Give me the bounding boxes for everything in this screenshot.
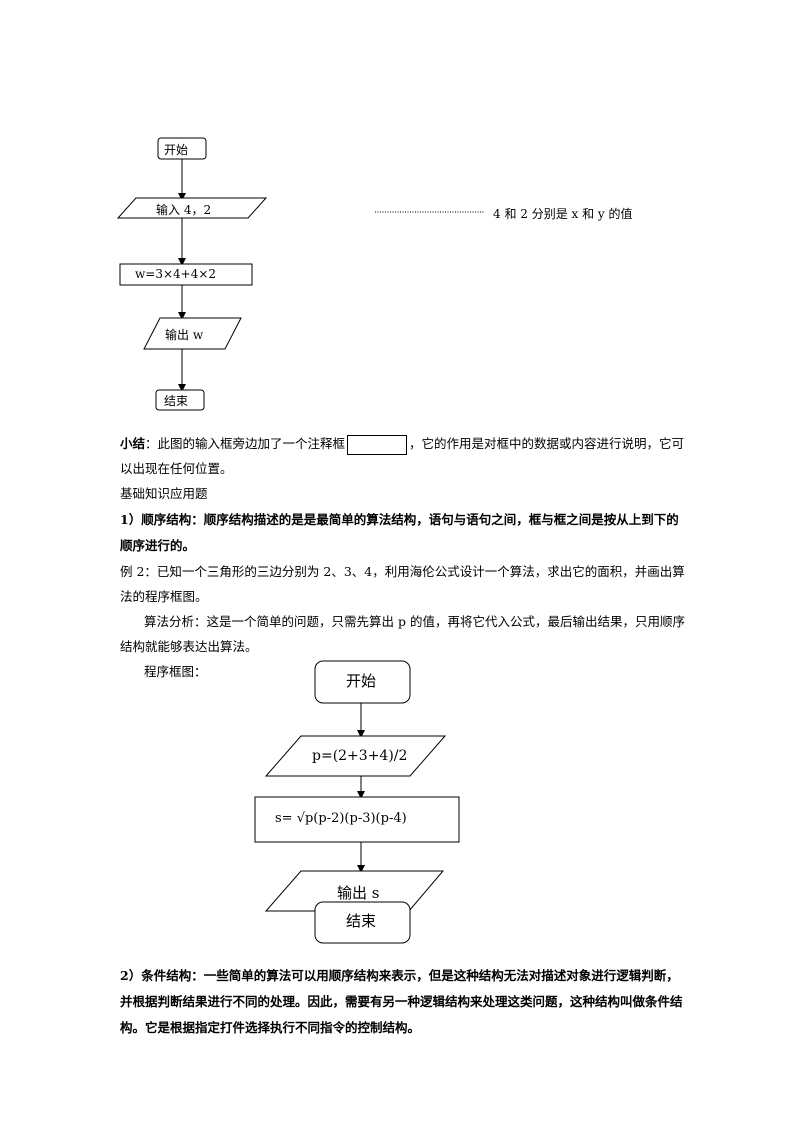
flow1-start-text: 开始 — [164, 143, 189, 157]
flow2-output-text: 输出 s — [337, 884, 380, 902]
summary-text-1: ：此图的输入框旁边加了一个注释框 — [145, 436, 346, 451]
flow2-input-box — [264, 735, 447, 777]
flow1-end-text: 结束 — [164, 394, 189, 408]
sequential-structure-paragraph: 1）顺序结构：顺序结构描述的是是最简单的算法结构，语句与语句之间，框与框之间是按… — [120, 512, 679, 553]
flow2-end-box — [314, 901, 411, 944]
flow1-output-text: 输出 w — [165, 328, 204, 342]
diagram-label: 程序框图： — [144, 664, 207, 679]
summary-text-2: ，它的作用是对框中的数据或内容进行说明，它可以出现在任何位置。 — [120, 436, 685, 476]
conditional-structure-paragraph: 2）条件结构：一些简单的算法可以用顺序结构来表示，但是这种结构无法对描述对象进行… — [120, 968, 683, 1035]
flow1-end-box — [155, 389, 205, 411]
flow2-input-text: p=(2+3+4)/2 — [312, 748, 408, 764]
flow2-process-text: s= √p(p-2)(p-3)(p-4) — [275, 811, 407, 826]
example2-paragraph: 例 2：已知一个三角形的三边分别为 2、3、4，利用海伦公式设计一个算法，求出它… — [120, 564, 685, 604]
section-title: 基础知识应用题 — [120, 486, 208, 501]
summary-label: 小结 — [120, 436, 146, 451]
flow1-input-box — [116, 197, 268, 219]
flow1-output-box — [143, 317, 242, 350]
flow2-start-text: 开始 — [346, 672, 377, 690]
analysis-paragraph: 算法分析：这是一个简单的问题，只需先算出 p 的值，再将它代入公式，最后输出结果… — [120, 614, 685, 654]
flow2-process-box — [254, 796, 460, 843]
flow1-process-box — [119, 263, 253, 286]
flow2-start-box — [314, 660, 411, 704]
annotation-box-symbol — [347, 434, 408, 455]
flow1-input-text: 输入 4，2 — [156, 203, 212, 217]
flow1-annotation: 4 和 2 分别是 x 和 y 的值 — [493, 207, 633, 221]
flow1-process-text: w=3×4+4×2 — [135, 267, 217, 281]
summary-paragraph: 小结：此图的输入框旁边加了一个注释框，它的作用是对框中的数据或内容进行说明，它可… — [120, 431, 690, 481]
flow2-end-text: 结束 — [346, 912, 377, 930]
